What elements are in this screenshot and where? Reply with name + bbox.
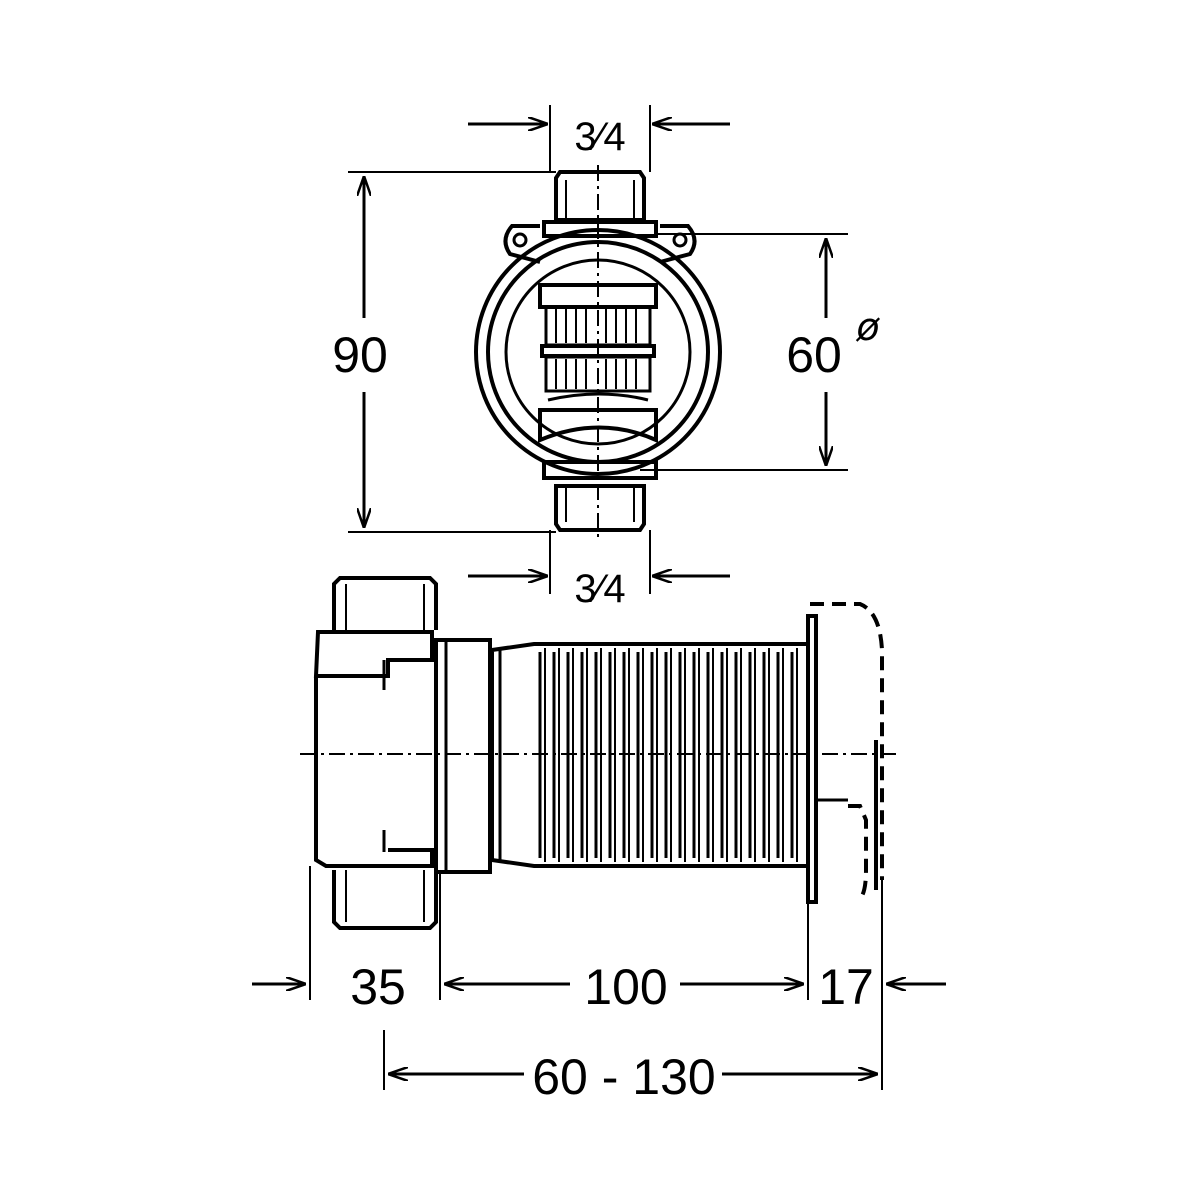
side-lower-nipple [332,870,438,930]
lower-thread-label: 3⁄4 [574,567,625,611]
top-view: 3⁄4 [332,105,880,611]
side-upper-nipple [332,576,438,630]
upper-thread-dimension: 3⁄4 [468,105,730,172]
dim-body-label: 100 [584,959,667,1015]
height-label: 90 [332,327,388,383]
upper-thread-label: 3⁄4 [574,115,625,159]
cover-flange [806,614,848,904]
side-body-block [313,630,492,874]
dim-range-label: 60 - 130 [532,1049,715,1105]
cartridge-ribs-top [555,309,637,343]
upper-nipple [554,170,646,222]
dim-cover-label: 17 [818,959,874,1015]
range-dimension-row: 60 - 130 [388,1049,878,1105]
cartridge-ribs-bottom [555,359,637,389]
side-view: 35 100 17 60 - 130 [252,576,946,1105]
extension-lines [309,866,883,1090]
diameter-label: 60 [786,327,842,383]
height-dimension: 90 [332,171,556,533]
dim-left-label: 35 [350,959,406,1015]
cover-rosette [810,602,884,902]
lower-nipple [554,484,646,532]
lower-thread-dimension: 3⁄4 [468,530,730,611]
length-dimension-row: 35 100 17 [252,959,946,1015]
diameter-symbol: ø [855,305,880,349]
diameter-dimension: 60 ø [640,233,880,471]
